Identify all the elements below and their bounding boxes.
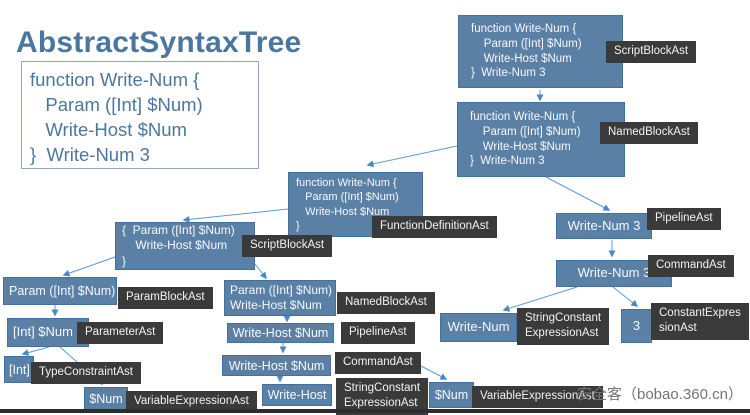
source-code-sample: function Write-Num { Param ([Int] $Num) … [21,61,259,169]
ast-node-paramblock: Param ([Int] $Num) [3,277,117,305]
tree-edge-3 [182,208,289,223]
tree-edge-2 [545,176,611,211]
ast-type-label-paramblock: ParamBlockAst [118,287,213,309]
ast-type-label-scriptblock-function: ScriptBlockAst [242,235,333,257]
ast-type-label-constant-3: ConstantExpres sionAst [651,303,749,340]
ast-type-label-pipeline-writehost: PipelineAst [341,322,415,344]
ast-node-scriptblock-root: function Write-Num { Param ([Int] $Num) … [458,15,623,88]
ast-node-typeconstraint: [Int] [4,356,34,383]
ast-type-label-namedblock-root: NamedBlockAst [600,122,698,144]
tree-edge-15 [612,286,639,307]
ast-type-label-typeconstraint: TypeConstraintAst [31,362,141,384]
ast-type-label-command-writehost: CommandAst [335,352,421,374]
ast-type-label-variable-param: VariableExpressionAst [126,391,257,413]
bottom-bar [0,409,750,413]
ast-node-scriptblock-function: { Param ([Int] $Num) Write-Host $Num } [115,222,255,270]
ast-node-variable-param: $Num [84,387,128,411]
ast-type-label-scriptblock-root: ScriptBlockAst [606,41,697,63]
ast-node-namedblock-root: function Write-Num { Param ([Int] $Num) … [457,102,625,177]
ast-node-command-writehost: Write-Host $Num [222,355,331,376]
ast-type-label-parameter: ParameterAst [77,322,164,344]
ast-type-label-stringconstant-writehost: StringConstant ExpressionAst [336,378,429,415]
ast-node-parameter: [Int] $Num [7,318,89,347]
ast-node-pipeline-writehost: Write-Host $Num [227,323,334,343]
ast-type-label-stringconstant-writenum: StringConstant ExpressionAst [517,308,610,345]
ast-node-stringconstant-writehost: Write-Host [262,384,332,406]
ast-type-label-command-writenum: CommandAst [648,255,734,277]
tree-edge-1 [366,145,458,168]
ast-node-pipeline-writenum: Write-Num 3 [556,213,652,239]
tree-edge-7 [21,346,50,356]
ast-type-label-functiondefinition: FunctionDefinitionAst [372,216,497,238]
ast-node-constant-3: 3 [621,309,652,343]
tree-edge-4 [62,256,116,277]
ast-type-label-pipeline-writenum: PipelineAst [647,208,721,230]
page-title: AbstractSyntaxTree [16,26,302,60]
tree-edge-5 [254,263,267,280]
tree-edge-14 [502,286,578,312]
watermark-text: 安全客（bobao.360.cn） [577,386,743,403]
tree-edge-12 [420,365,448,380]
ast-node-stringconstant-writenum: Write-Num [440,313,517,342]
ast-type-label-variable-num: VariableExpressionAst [472,386,603,408]
ast-type-label-namedblock-function: NamedBlockAst [337,292,435,314]
ast-node-variable-num: $Num [429,382,474,408]
ast-node-namedblock-function: Param ([Int] $Num) Write-Host $Num [224,280,336,316]
